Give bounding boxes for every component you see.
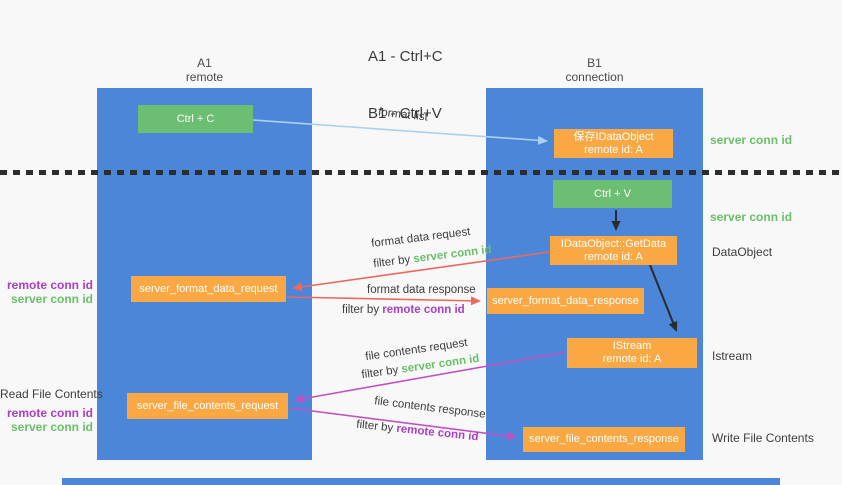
title-line-2: B1 - Ctrl+V (368, 105, 442, 122)
node-istream-line1: IStream (612, 340, 652, 352)
label-filter-by-remote-1: filter by remote conn id (342, 304, 465, 316)
label-format-data-request: format data request (370, 225, 472, 251)
label-read-file-contents: Read File Contents (0, 387, 103, 401)
label-file-contents-response: file contents response (373, 395, 487, 421)
remote-conn-id-text: remote conn id (382, 304, 465, 316)
title-line-1: A1 - Ctrl+C (368, 48, 443, 65)
filter-by-text: filter by (342, 304, 380, 316)
node-file-response: server_file_contents_response (523, 427, 685, 452)
label-write-file-contents: Write File Contents (712, 431, 814, 445)
node-format-response: server_format_data_response (487, 288, 644, 314)
node-getdata: IDataObject::GetData remote id: A (550, 236, 677, 265)
node-save-dataobject: 保存IDataObject remote id: A (554, 129, 673, 158)
server-conn-id-text: server conn id (412, 243, 493, 266)
node-save-dataobject-line2: remote id: A (584, 143, 643, 156)
node-file-response-label: server_file_contents_response (529, 433, 679, 445)
label-remote-conn-id-left-1: remote conn id (6, 278, 93, 292)
node-format-response-label: server_format_data_response (492, 294, 639, 307)
lane-a1-name: A1 (197, 56, 212, 70)
node-save-dataobject-line1: 保存IDataObject (573, 130, 654, 143)
lane-header-b1: B1 connection (486, 56, 703, 84)
bottom-blue-bar (62, 478, 780, 485)
lane-b1-role: connection (565, 70, 624, 84)
node-file-request: server_file_contents_request (127, 393, 288, 419)
node-getdata-line1: IDataObject::GetData (560, 237, 667, 250)
label-remote-conn-id-left-2: remote conn id (6, 406, 93, 420)
label-server-conn-id-left-1: server conn id (10, 292, 93, 306)
remote-conn-id-text: remote conn id (395, 422, 480, 444)
arrow-format-data-response (286, 296, 481, 306)
label-server-conn-id-left-2: server conn id (10, 420, 93, 434)
node-format-request: server_format_data_request (131, 276, 286, 302)
label-filter-by-remote-2: filter by remote conn id (356, 419, 479, 444)
node-file-request-label: server_file_contents_request (136, 399, 279, 412)
dashed-separator (0, 170, 842, 175)
node-istream: IStream remote id: A (567, 338, 697, 368)
node-format-request-label: server_format_data_request (139, 282, 278, 295)
filter-by-text: filter by (360, 364, 400, 382)
lane-header-a1: A1 remote (97, 56, 312, 84)
node-ctrl-v: Ctrl + V (553, 180, 672, 208)
filter-by-text: filter by (372, 253, 411, 271)
label-server-conn-id-right-top: server conn id (710, 133, 793, 147)
label-server-conn-id-right-mid: server conn id (710, 210, 793, 224)
label-format-data-response: format data response (367, 284, 476, 296)
node-istream-line2: remote id: A (602, 353, 662, 365)
lane-b1-name: B1 (587, 56, 602, 70)
node-ctrl-c: Ctrl + C (138, 105, 253, 133)
node-getdata-line2: remote id: A (584, 250, 643, 263)
node-ctrl-c-label: Ctrl + C (176, 112, 215, 125)
diagram-title: A1 - Ctrl+C B1 - Ctrl+V (368, 9, 443, 161)
filter-by-text: filter by (355, 418, 394, 435)
label-dataobject: DataObject (712, 245, 773, 259)
node-ctrl-v-label: Ctrl + V (594, 187, 631, 200)
label-istream: Istream (712, 349, 753, 363)
lane-a1-role: remote (185, 70, 224, 84)
